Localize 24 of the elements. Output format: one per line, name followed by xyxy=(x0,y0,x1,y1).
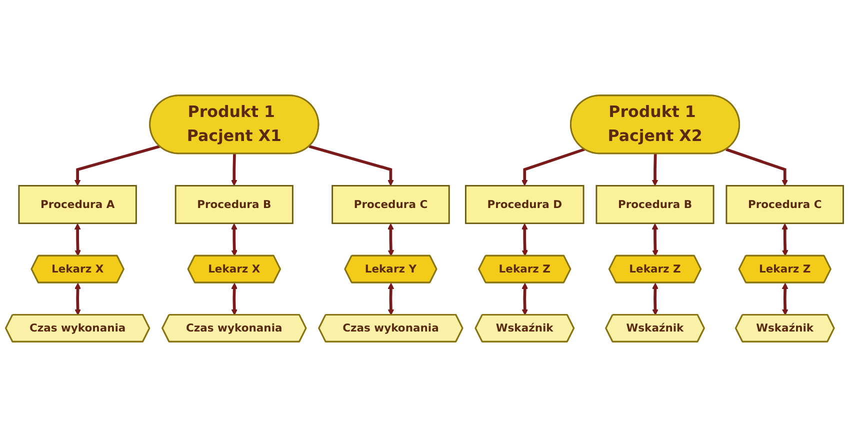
node-box: Procedura B xyxy=(174,184,294,224)
arrow xyxy=(308,144,394,186)
node-box: Procedura D xyxy=(465,184,584,224)
arrow xyxy=(726,148,788,186)
arrow xyxy=(388,282,394,316)
arrow xyxy=(652,282,658,316)
arrow xyxy=(521,223,528,256)
node-box: Procedura C xyxy=(332,184,450,224)
node-box: Procedura B xyxy=(596,184,714,224)
node-box: Procedura C xyxy=(726,184,844,224)
arrow xyxy=(388,223,394,256)
arrow xyxy=(652,154,658,186)
arrow xyxy=(782,282,788,316)
arrow xyxy=(652,223,658,256)
arrow xyxy=(230,223,238,256)
arrow xyxy=(782,223,788,256)
arrow xyxy=(521,148,586,186)
arrow xyxy=(74,282,81,316)
arrow xyxy=(231,282,238,316)
arrow xyxy=(230,154,238,186)
arrow xyxy=(74,223,81,256)
arrow xyxy=(74,144,160,186)
node-box: Procedura A xyxy=(18,184,137,224)
arrow xyxy=(522,282,528,316)
